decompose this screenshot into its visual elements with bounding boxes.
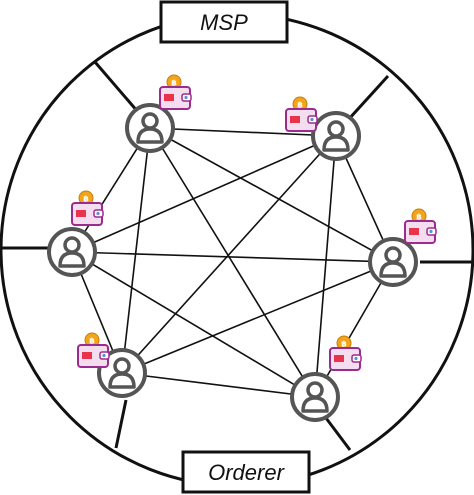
connection-edge xyxy=(71,135,337,253)
user-icon xyxy=(47,227,97,277)
connection-edge xyxy=(121,135,337,374)
wallet-icon: ฿ xyxy=(71,190,104,226)
svg-text:฿: ฿ xyxy=(89,337,95,346)
peer-nodes: ฿฿฿฿฿฿ xyxy=(47,74,437,422)
svg-text:฿: ฿ xyxy=(171,79,177,88)
svg-text:฿: ฿ xyxy=(341,340,347,349)
msp-box[interactable]: MSP xyxy=(159,0,289,44)
user-icon xyxy=(125,103,175,153)
wallet-icon: ฿ xyxy=(285,96,318,132)
bitcoin-coin-icon: ฿ xyxy=(411,208,427,224)
user-icon xyxy=(290,372,340,422)
connection-edge xyxy=(71,251,394,263)
connection-edge xyxy=(149,127,316,398)
bitcoin-coin-icon: ฿ xyxy=(336,335,352,351)
peer-bottom-left[interactable]: ฿ xyxy=(77,332,147,398)
connection-edge xyxy=(71,251,316,398)
user-icon xyxy=(97,348,147,398)
orderer-box[interactable]: Orderer xyxy=(181,450,311,494)
peer-top-left[interactable]: ฿ xyxy=(125,74,192,153)
svg-text:฿: ฿ xyxy=(416,213,422,222)
divider-top-left xyxy=(93,61,140,113)
orderer-label: Orderer xyxy=(208,460,285,485)
connection-edge xyxy=(149,127,337,137)
svg-text:฿: ฿ xyxy=(83,195,89,204)
bitcoin-coin-icon: ฿ xyxy=(84,332,100,348)
divider-bottom-left xyxy=(114,399,128,449)
divider-top-right xyxy=(346,74,390,122)
connection-edge xyxy=(121,261,394,374)
user-icon xyxy=(368,237,418,287)
connection-edge xyxy=(314,261,394,398)
peer-right[interactable]: ฿ xyxy=(368,208,437,287)
connection-edge xyxy=(149,127,394,263)
connection-edge xyxy=(121,372,316,398)
connection-edge xyxy=(121,127,151,374)
wallet-icon: ฿ xyxy=(77,332,110,368)
wallet-icon: ฿ xyxy=(404,208,437,244)
connection-edge xyxy=(314,135,337,398)
peer-left[interactable]: ฿ xyxy=(47,190,104,277)
svg-text:฿: ฿ xyxy=(297,101,303,110)
peer-bottom-right[interactable]: ฿ xyxy=(290,335,362,422)
msp-label: MSP xyxy=(200,10,248,35)
wallet-icon: ฿ xyxy=(329,335,362,371)
user-icon xyxy=(311,111,361,161)
peer-top-right[interactable]: ฿ xyxy=(285,96,361,161)
wallet-icon: ฿ xyxy=(159,74,192,110)
